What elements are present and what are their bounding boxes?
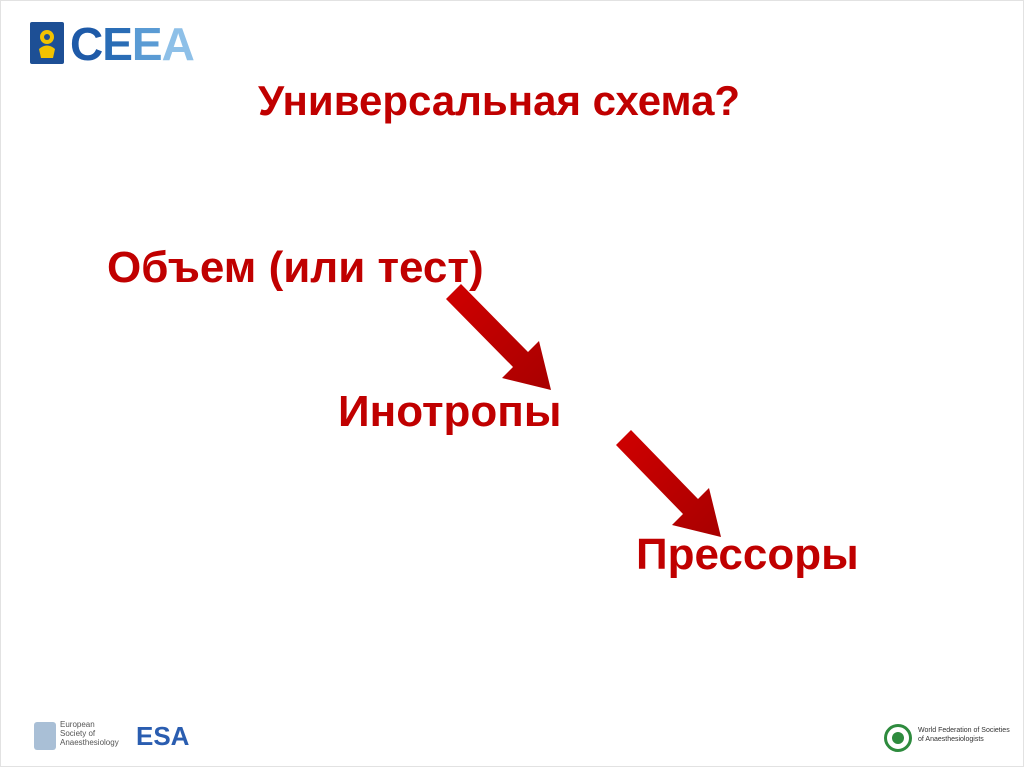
esa-emblem-icon (34, 722, 56, 750)
ceea-logo-letter: C (70, 18, 103, 70)
step-volume: Объем (или тест) (107, 243, 484, 292)
esa-logo: European Society of Anaesthesiology ESA (34, 720, 189, 754)
arrow-down-right-icon (616, 430, 721, 537)
arrow-down-right-icon (446, 284, 551, 390)
wfsa-text: World Federation of Societies of Anaesth… (918, 726, 1010, 744)
ceea-logo-text: CEEA (70, 18, 195, 70)
wfsa-line: of Anaesthesiologists (918, 736, 984, 743)
ceea-logo: CEEA (30, 18, 220, 70)
wfsa-logo: World Federation of Societies of Anaesth… (884, 724, 1014, 754)
ceea-logo-letter: A (161, 18, 195, 70)
ceea-logo-letter: E (102, 18, 133, 70)
wfsa-line: World Federation of Societies (918, 727, 1010, 734)
esa-subtitle: European Society of Anaesthesiology (60, 720, 119, 747)
esa-subtitle-line: European (60, 720, 95, 729)
step-inotropes: Инотропы (338, 387, 562, 436)
slide-title: Универсальная схема? (258, 77, 741, 124)
ceea-logo-wordmark: CEEA (70, 18, 195, 70)
esa-subtitle-line: Society of (60, 729, 96, 738)
esa-logo-text: ESA (136, 721, 190, 751)
globe-icon (884, 724, 912, 752)
step-pressors: Прессоры (636, 530, 859, 579)
ceea-emblem-icon (30, 22, 64, 64)
esa-subtitle-line: Anaesthesiology (60, 738, 119, 747)
ceea-logo-letter: E (131, 18, 163, 70)
